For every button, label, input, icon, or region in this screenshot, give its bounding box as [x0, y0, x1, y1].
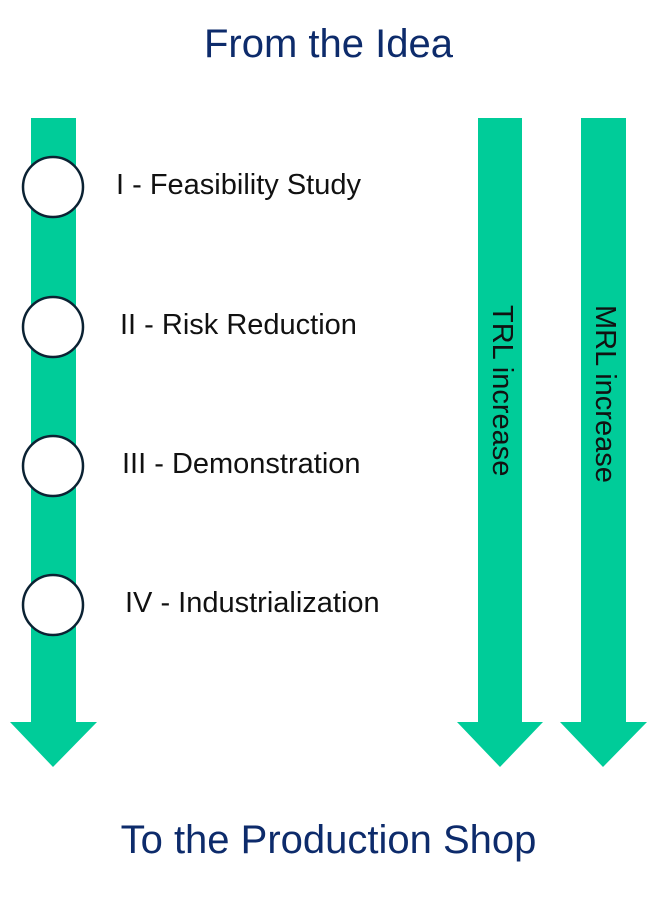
- title-top: From the Idea: [203, 22, 453, 66]
- phase-2-circle: [21, 295, 85, 359]
- phase-1-label: I - Feasibility Study: [116, 169, 361, 201]
- phase-3-circle: [21, 434, 85, 498]
- phase-4-label: IV - Industrialization: [125, 587, 380, 619]
- mrl-arrow: [560, 118, 647, 767]
- title-bottom: To the Production Shop: [120, 818, 537, 862]
- phase-3-label: III - Demonstration: [122, 448, 361, 480]
- phase-1-circle: [21, 155, 85, 219]
- trl-label: TRL increase: [486, 305, 518, 477]
- trl-arrow: [457, 118, 543, 767]
- mrl-label: MRL increase: [589, 305, 621, 483]
- phase-2-label: II - Risk Reduction: [120, 309, 357, 341]
- phase-4-circle: [21, 573, 85, 637]
